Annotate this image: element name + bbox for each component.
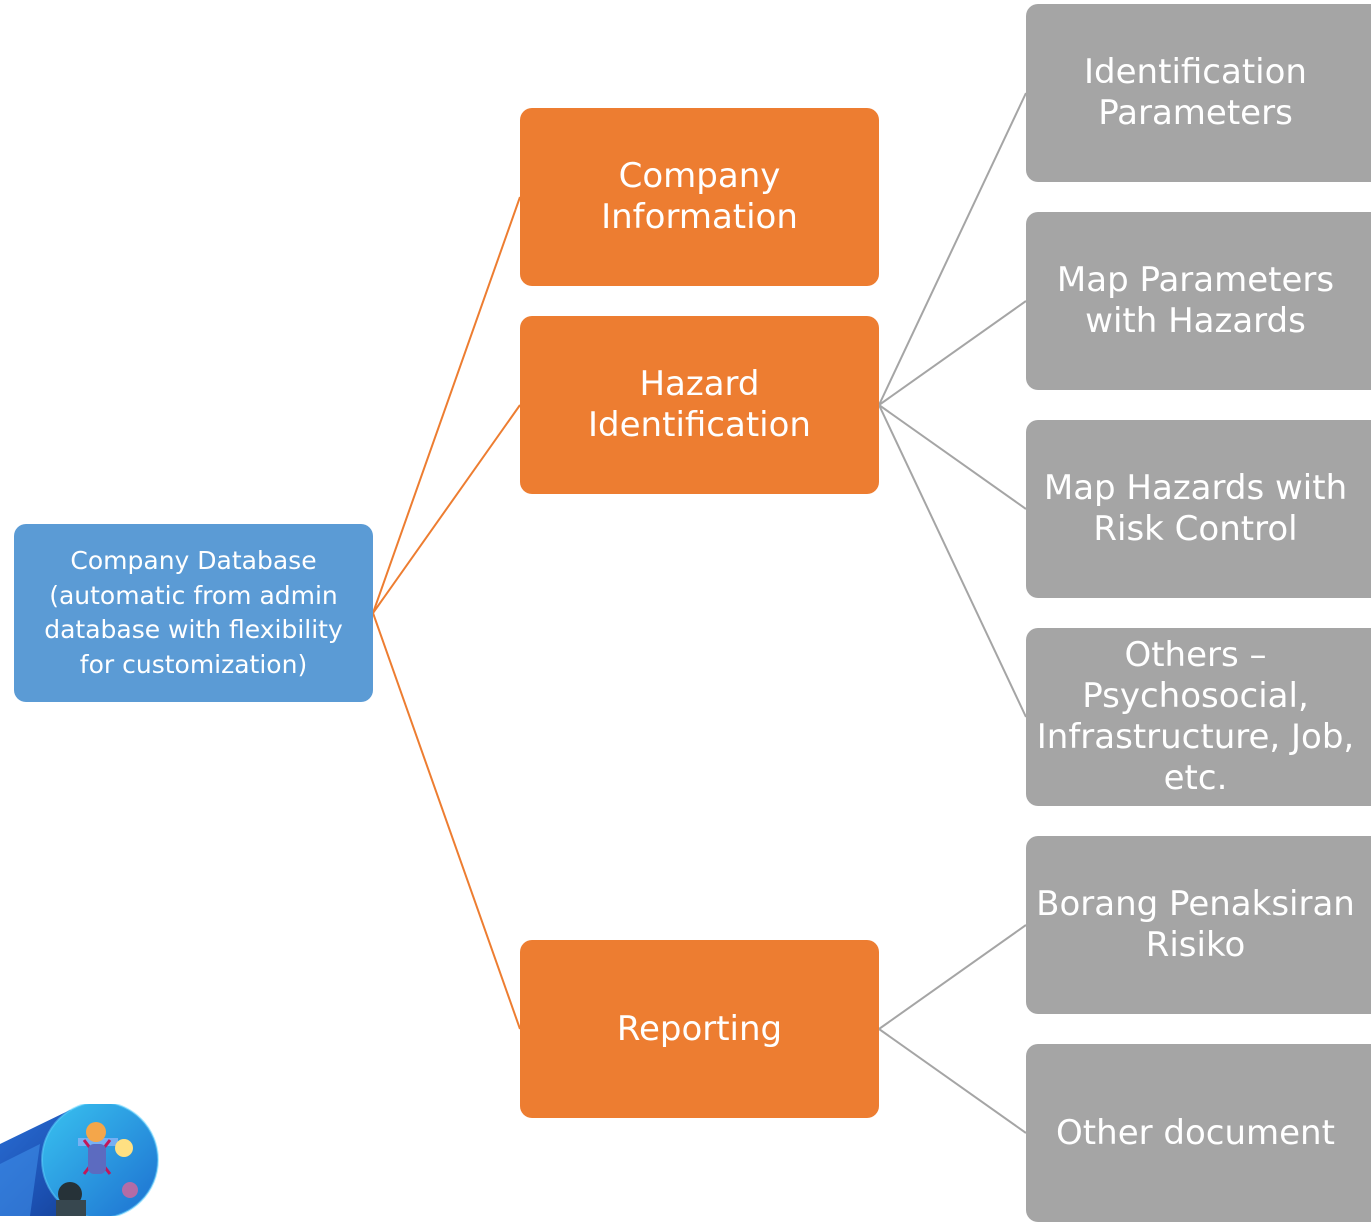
safety-workers-photo [0, 1104, 160, 1216]
node-map-hazards-with-risk-control-label: Map Hazards with Risk Control [1043, 468, 1348, 549]
connector-hazard-identification-parameters [878, 92, 1027, 406]
node-reporting[interactable]: Reporting [520, 940, 879, 1118]
node-map-parameters-with-hazards[interactable]: Map Parameters with Hazards [1026, 212, 1371, 390]
node-company-information-label: Company Information [601, 156, 798, 237]
node-reporting-label: Reporting [616, 1008, 783, 1049]
connector-hazard-map-parameters [878, 300, 1027, 406]
node-hazard-identification-label: Hazard Identification [588, 364, 811, 445]
node-others-label: Others – Psychosocial, Infrastructure, J… [1036, 635, 1355, 798]
node-borang-penaksiran-risiko-label: Borang Penaksiran Risiko [1036, 884, 1355, 965]
root-node-label: Company Database (automatic from admin d… [44, 546, 343, 679]
node-others[interactable]: Others – Psychosocial, Infrastructure, J… [1026, 628, 1371, 806]
node-map-hazards-with-risk-control[interactable]: Map Hazards with Risk Control [1026, 420, 1371, 598]
node-borang-penaksiran-risiko[interactable]: Borang Penaksiran Risiko [1026, 836, 1371, 1014]
connector-root-company-information [372, 196, 521, 614]
connector-reporting-borang [878, 924, 1027, 1030]
connector-root-reporting [372, 612, 521, 1030]
node-identification-parameters[interactable]: Identification Parameters [1026, 4, 1371, 182]
connector-hazard-map-hazards [878, 404, 1027, 510]
node-identification-parameters-label: Identification Parameters [1084, 52, 1307, 133]
node-other-document[interactable]: Other document [1026, 1044, 1371, 1222]
node-other-document-label: Other document [1056, 1112, 1335, 1153]
connector-root-hazard-identification [372, 404, 521, 614]
node-map-parameters-with-hazards-label: Map Parameters with Hazards [1056, 260, 1335, 341]
root-node-company-database[interactable]: Company Database (automatic from admin d… [14, 524, 373, 702]
node-company-information[interactable]: Company Information [520, 108, 879, 286]
connector-hazard-others [878, 404, 1027, 718]
connector-reporting-other-document [878, 1028, 1027, 1134]
node-hazard-identification[interactable]: Hazard Identification [520, 316, 879, 494]
